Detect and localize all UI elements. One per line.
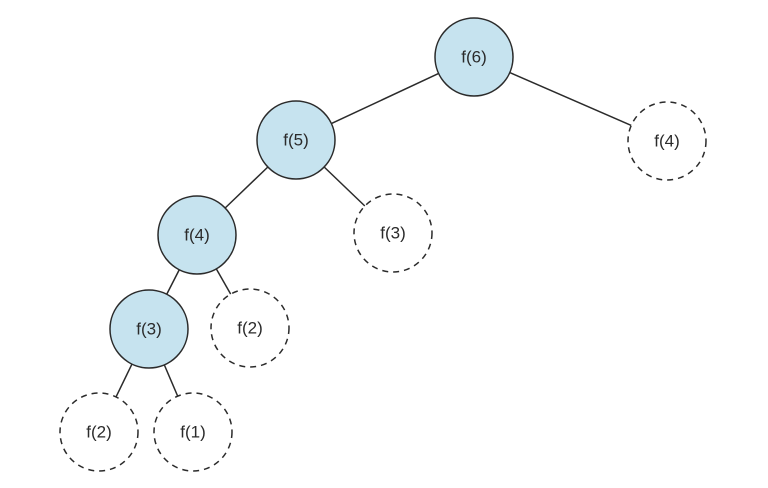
edge-n6-to-n5 xyxy=(331,72,439,125)
edge-n6-to-n4r xyxy=(509,71,632,127)
node-label: f(2) xyxy=(86,423,112,442)
memoized-node-circle xyxy=(59,392,139,472)
tree-node-memo: f(4) xyxy=(627,101,707,181)
edge-n4-to-n3 xyxy=(166,269,180,295)
computed-node-circle xyxy=(434,17,514,97)
tree-node-computed: f(5) xyxy=(256,100,336,180)
edge-n3-to-n2l xyxy=(115,363,133,398)
computed-node-circle xyxy=(109,289,189,369)
tree-node-computed: f(3) xyxy=(109,289,189,369)
computed-node-circle xyxy=(256,100,336,180)
memoized-node-circle xyxy=(627,101,707,181)
memoized-node-circle xyxy=(353,193,433,273)
node-label: f(4) xyxy=(654,132,680,151)
tree-node-memo: f(1) xyxy=(153,392,233,472)
tree-node-memo: f(3) xyxy=(353,193,433,273)
edge-n5-to-n4 xyxy=(224,166,269,209)
node-label: f(4) xyxy=(184,226,210,245)
edge-n4-to-n2r xyxy=(215,268,232,295)
node-label: f(3) xyxy=(380,224,406,243)
edge-n3-to-n1 xyxy=(163,364,179,397)
tree-node-memo: f(2) xyxy=(59,392,139,472)
node-label: f(5) xyxy=(283,131,309,150)
node-label: f(1) xyxy=(180,423,206,442)
tree-node-computed: f(6) xyxy=(434,17,514,97)
node-label: f(3) xyxy=(136,320,162,339)
edges-layer xyxy=(115,71,632,398)
tree-node-memo: f(2) xyxy=(210,288,290,368)
tree-node-computed: f(4) xyxy=(157,195,237,275)
computed-node-circle xyxy=(157,195,237,275)
node-label: f(6) xyxy=(461,48,487,67)
memoized-node-circle xyxy=(153,392,233,472)
node-label: f(2) xyxy=(237,319,263,338)
memoized-node-circle xyxy=(210,288,290,368)
nodes-layer: f(6) f(5) f(4) f(4) f(3) f(3) f(2) f(2) f(1) xyxy=(59,17,707,472)
edge-n5-to-n3r xyxy=(323,166,366,207)
